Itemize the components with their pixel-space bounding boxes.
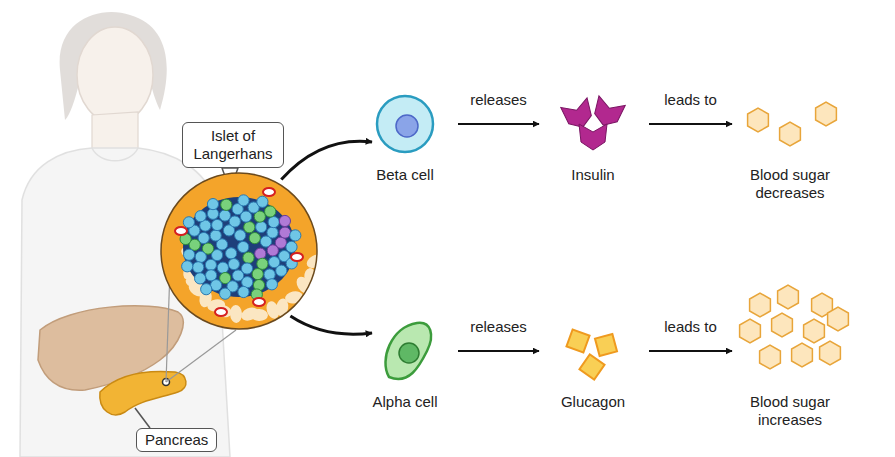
edge-label: releases [467,91,530,109]
arrow-connector [649,123,732,125]
arrow-connector [281,141,372,179]
glucagon-molecules-icon [548,315,638,387]
beta-cell-icon [369,88,441,160]
edge-label: leads to [661,318,720,336]
cell-label: Insulin [571,166,614,184]
arrow-connector [458,350,539,352]
callout-box: Pancreas [136,428,217,452]
callout-label: Islet of Langerhans [182,122,284,168]
cell-label: Blood sugar increases [728,393,852,429]
alpha-cell: Alpha cell [360,315,450,411]
insulin-molecules-icon [548,88,638,160]
glucagon-molecules: Glucagon [545,315,641,411]
cell-label: Blood sugar decreases [728,166,852,202]
arrow-connector [649,350,732,352]
islet-magnified: Islet of Langerhans [160,172,318,330]
glucose-high-icon [730,283,850,387]
edge-label: leads to [661,91,720,109]
insulin-molecules: Insulin [545,88,641,184]
cell-label: Alpha cell [372,393,437,411]
glucose-high: Blood sugar increases [728,283,852,429]
edge-label: releases [467,318,530,336]
cell-label: Beta cell [376,166,434,184]
callout-label: Pancreas [145,431,208,449]
arrow-connector [458,123,539,125]
alpha-cell-icon [369,315,441,387]
beta-cell: Beta cell [360,88,450,184]
glucose-low-icon [730,88,850,160]
glucose-low: Blood sugar decreases [728,88,852,202]
cell-label: Glucagon [561,393,625,411]
arrow-connector [290,316,372,334]
